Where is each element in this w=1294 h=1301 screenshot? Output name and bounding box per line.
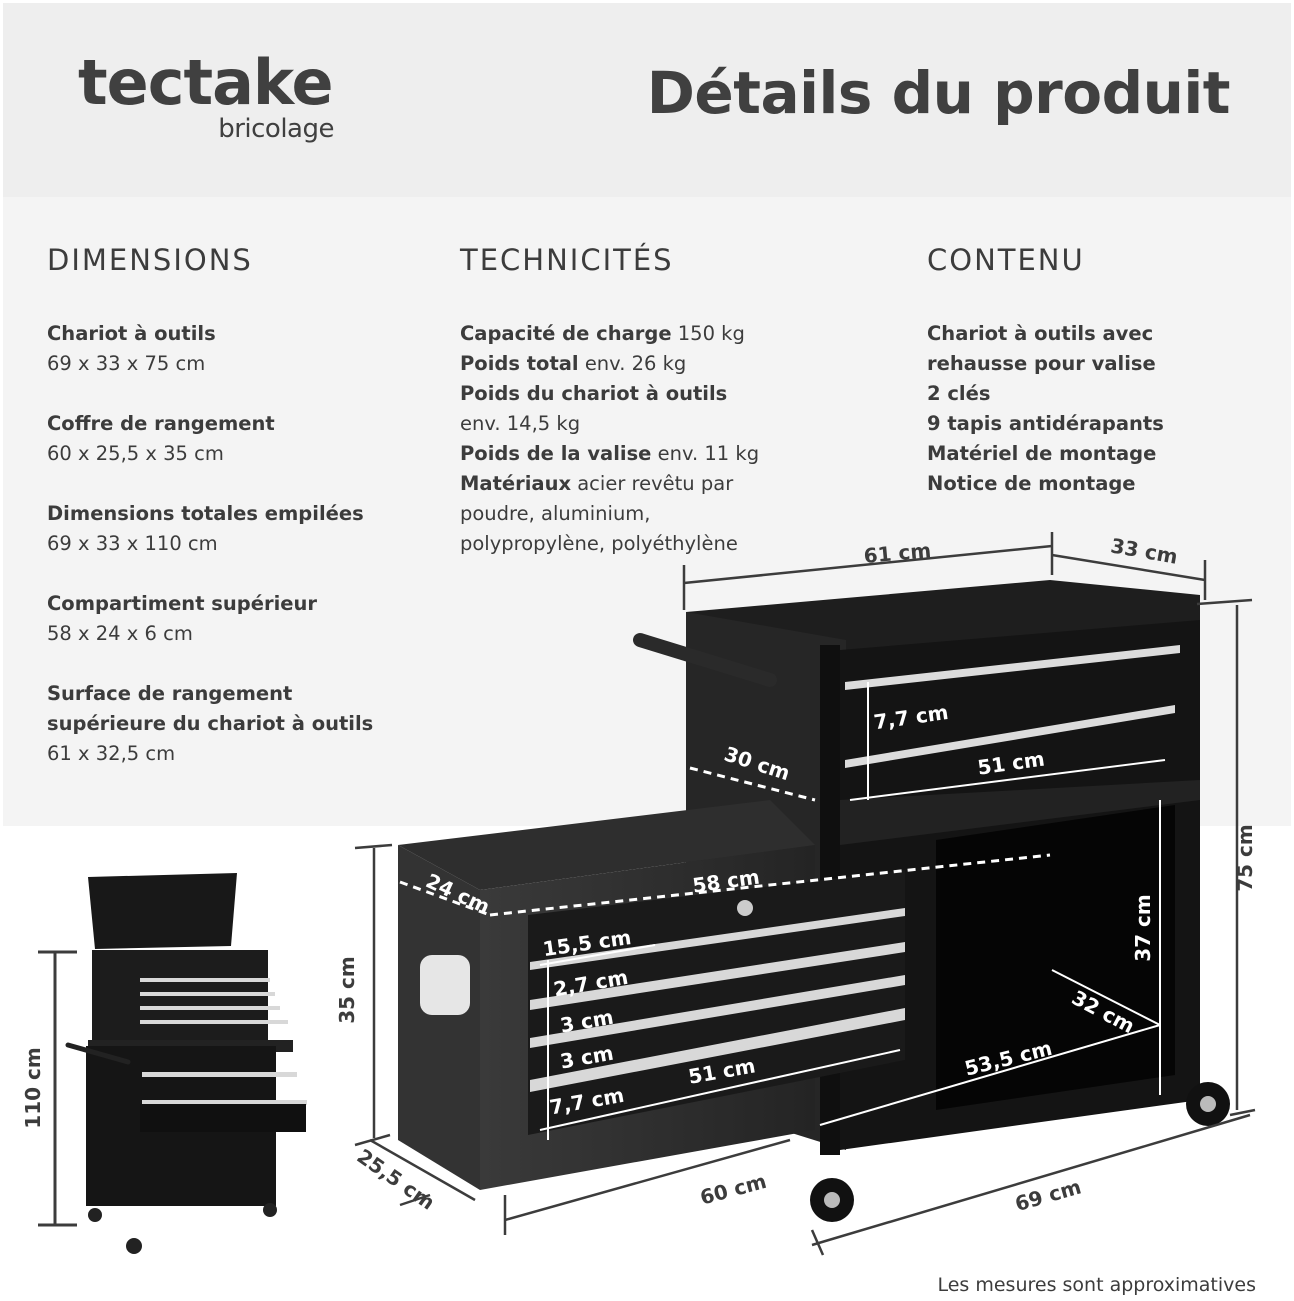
storage-chest [398,800,905,1190]
svg-text:75 cm: 75 cm [1233,824,1257,892]
dimension-lines-inside [539,682,1166,1140]
header-banner [3,3,1291,197]
content-item: 2 clés [927,382,991,405]
dimensions-heading: DIMENSIONS [47,243,253,277]
dimension-item: Coffre de rangement 60 x 25,5 x 35 cm [47,412,275,465]
technical-heading: TECHNICITÉS [460,243,674,277]
brand-logo: tectake bricolage [78,52,338,152]
brand-subline: bricolage [218,114,334,144]
brand-name: tectake [78,46,334,119]
content-item: 9 tapis antidérapants [927,412,1164,435]
technical-section: TECHNICITÉS Capacité de charge 150 kg Po… [460,243,759,559]
svg-text:60 cm: 60 cm [697,1169,768,1210]
dimensions-section: DIMENSIONS Chariot à outils 69 x 33 x 75… [47,243,373,799]
dimension-item: Dimensions totales empilées 69 x 33 x 11… [47,502,364,555]
svg-text:33 cm: 33 cm [1109,533,1180,568]
dimension-item: Chariot à outils 69 x 33 x 75 cm [47,322,216,375]
content-item: Matériel de montage [927,442,1157,465]
page-title: Détails du produit [646,59,1231,127]
contents-heading: CONTENU [927,243,1085,277]
measurement-disclaimer: Les mesures sont approximatives [937,1274,1256,1296]
tech-item: Poids du chariot à outils env. 14,5 kg [460,382,728,435]
content-item: rehausse pour valise [927,352,1156,375]
svg-text:35 cm: 35 cm [335,956,359,1024]
tech-item: Matériaux acier revêtu par poudre, alumi… [460,472,738,555]
svg-text:37 cm: 37 cm [1131,894,1155,962]
dimension-item: Surface de rangement supérieure du chari… [47,682,374,765]
dimension-item: Compartiment supérieur 58 x 24 x 6 cm [47,592,318,645]
svg-text:110 cm: 110 cm [21,1047,45,1128]
content-item: Chariot à outils avec [927,322,1154,345]
dimension-lines-outside [354,532,1256,1256]
contents-section: CONTENU Chariot à outils avec rehausse p… [927,243,1164,499]
tech-item: Capacité de charge 150 kg [460,322,745,345]
svg-text:69 cm: 69 cm [1012,1174,1084,1216]
svg-text:61 cm: 61 cm [863,538,932,568]
tech-item: Poids de la valise env. 11 kg [460,442,760,465]
stacked-toolbox-thumbnail: 110 cm [21,873,307,1254]
tech-item: Poids total env. 26 kg [460,352,687,375]
content-item: Notice de montage [927,472,1136,495]
